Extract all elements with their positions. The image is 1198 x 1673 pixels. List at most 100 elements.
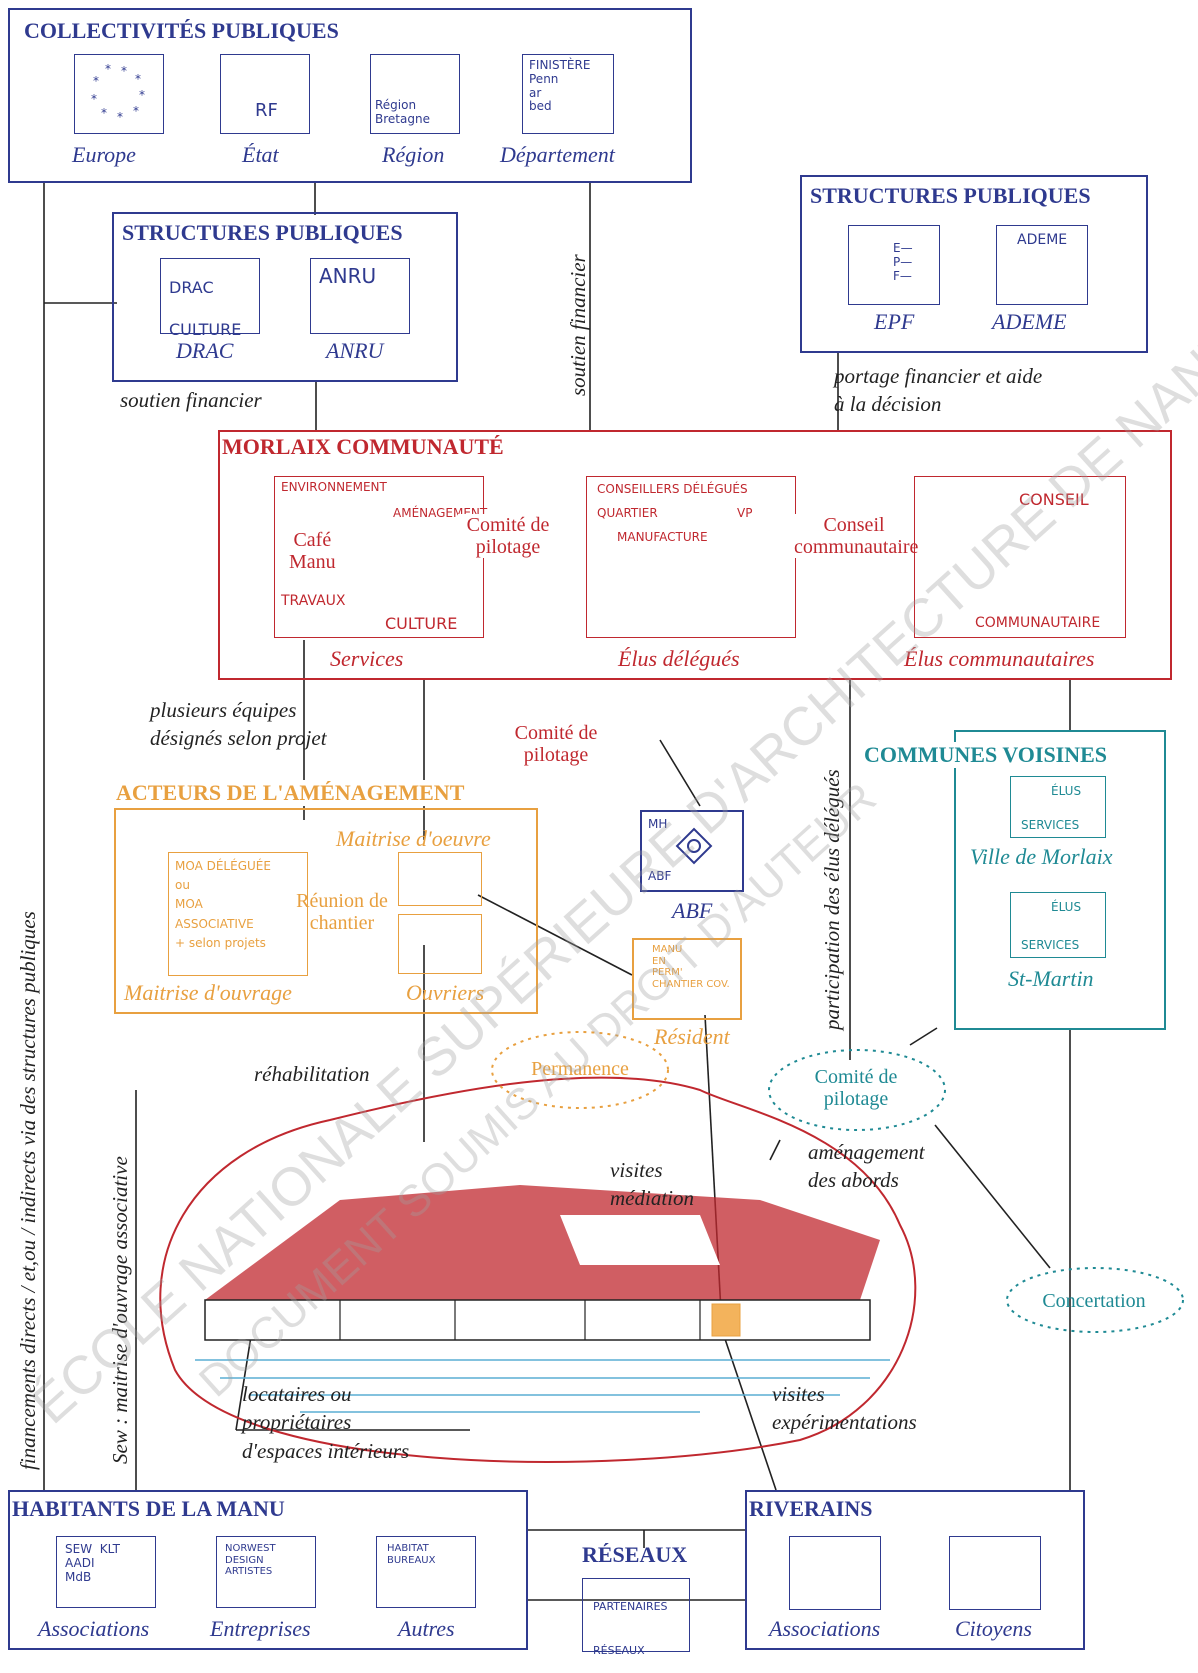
ouvriers-label: Ouvriers <box>406 980 485 1005</box>
anru-sketch-text: ANRU <box>319 264 377 288</box>
comite-pilotage-middle: Comité de pilotage <box>514 722 598 766</box>
communes-box: COMMUNES VOISINES ÉLUS SERVICES Ville de… <box>864 730 1166 1030</box>
abf-sketch-mh: MH <box>648 817 668 831</box>
note-visites-experimentations: visites expérimentations <box>772 1382 917 1435</box>
morlaix-title: MORLAIX COMMUNAUTÉ <box>222 434 504 459</box>
elus-sketch-manufacture: MANUFACTURE <box>617 530 708 544</box>
anru-sketch: ANRU <box>310 258 410 334</box>
svg-text:*: * <box>121 64 127 78</box>
services-sketch-culture: CULTURE <box>385 614 458 633</box>
note-soutien-financier-drac: soutien financier <box>120 388 262 412</box>
epf-sketch-text: E— P— F— <box>893 241 913 283</box>
collectivites-box: COLLECTIVITÉS PUBLIQUES *** *** *** Euro… <box>8 8 692 183</box>
svg-text:*: * <box>133 104 139 118</box>
note-plusieurs-equipes: plusieurs équipes désignés selon projet <box>150 698 327 751</box>
svg-text:*: * <box>101 106 107 120</box>
services-label: Services <box>330 646 404 671</box>
note-rehabilitation: réhabilitation <box>254 1062 370 1086</box>
rf-mark: RF <box>255 100 278 121</box>
elus-sketch-quartier: QUARTIER <box>597 506 658 520</box>
services-sketch: ENVIRONNEMENT AMÉNAGEMENT TRAVAUX CULTUR… <box>274 476 487 638</box>
svg-text:*: * <box>93 74 99 88</box>
morlaix-ville-services: SERVICES <box>1021 818 1080 832</box>
concertation-bubble <box>1006 1267 1184 1333</box>
entreprises-sketch: NORWEST DESIGN ARTISTES <box>216 1536 316 1608</box>
resident-sketch-text: MANU EN PERM' CHANTIER COV. <box>652 944 730 990</box>
communes-title: COMMUNES VOISINES <box>864 742 1108 768</box>
st-martin-sketch: ÉLUS SERVICES <box>1010 892 1106 958</box>
entreprises-sketch-text: NORWEST DESIGN ARTISTES <box>225 1543 276 1577</box>
comite-pilotage-morlaix: Comité de pilotage <box>458 514 558 558</box>
reseaux-sketch-text: PARTENAIRES RÉSEAUX <box>593 1600 668 1657</box>
elus-sketch-conseillers: CONSEILLERS DÉLÉGUÉS <box>597 482 748 496</box>
note-amenagement-abords: aménagement des abords <box>808 1140 925 1193</box>
reunion-chantier-label: Réunion de chantier <box>296 890 388 934</box>
note-portage: portage financier et aide à la décision <box>834 364 1043 417</box>
associations-label: Associations <box>38 1616 150 1641</box>
riverains-associations-sketch <box>789 1536 881 1610</box>
departement-label: Département <box>500 142 615 167</box>
ademe-label: ADEME <box>992 309 1067 334</box>
structures-right-box: STRUCTURES PUBLIQUES E— P— F— EPF ADEME … <box>800 175 1148 353</box>
elus-communautaires-label: Élus communautaires <box>904 646 1095 671</box>
ademe-sketch: ADEME <box>996 225 1088 305</box>
ville-morlaix-label: Ville de Morlaix <box>970 844 1113 869</box>
autres-sketch: HABITAT BUREAUX <box>376 1536 476 1608</box>
services-sketch-environnement: ENVIRONNEMENT <box>281 480 387 494</box>
epf-sketch: E— P— F— <box>848 225 940 305</box>
reseaux-title: RÉSEAUX <box>582 1542 688 1567</box>
maitrise-oeuvre-sketch <box>398 852 482 906</box>
monument-icon <box>675 827 713 865</box>
associations-sketch-text: SEW KLT AADI MdB <box>65 1542 120 1584</box>
note-vertical-soutien-financier: soutien financier <box>566 254 590 396</box>
departement-sketch: FINISTÈRE Penn ar bed <box>522 54 614 134</box>
riverains-title: RIVERAINS <box>749 1496 873 1521</box>
associations-sketch: SEW KLT AADI MdB <box>56 1536 156 1608</box>
europe-sketch: *** *** *** <box>74 54 164 134</box>
region-sketch-text: Région Bretagne <box>375 98 430 126</box>
conseil-sketch: CONSEIL COMMUNAUTAIRE <box>914 476 1126 638</box>
maitrise-oeuvre-label: Maitrise d'oeuvre <box>336 826 491 851</box>
autres-label: Autres <box>398 1616 455 1641</box>
habitants-box: HABITANTS DE LA MANU SEW KLT AADI MdB As… <box>8 1490 528 1650</box>
conseil-sketch-title: CONSEIL <box>1019 490 1089 509</box>
morlaix-box: MORLAIX COMMUNAUTÉ ENVIRONNEMENT AMÉNAGE… <box>218 430 1172 680</box>
riverains-box: RIVERAINS Associations Citoyens <box>745 1490 1085 1650</box>
abf-label: ABF <box>672 898 713 923</box>
etat-sketch: RF <box>220 54 310 134</box>
eu-stars-icon: *** *** *** <box>91 62 145 124</box>
st-martin-elus: ÉLUS <box>1051 900 1082 914</box>
departement-sketch-text: FINISTÈRE Penn ar bed <box>529 58 591 114</box>
permanence-label: Permanence <box>531 1058 629 1080</box>
svg-text:*: * <box>135 72 141 86</box>
comite-pilotage-teal: Comité de pilotage <box>814 1066 898 1110</box>
etat-label: État <box>242 142 279 167</box>
riverains-associations-label: Associations <box>769 1616 881 1641</box>
conseil-communautaire-bubble: Conseil communautaire <box>794 514 919 558</box>
svg-text:*: * <box>91 92 97 106</box>
permanence-bubble <box>491 1031 669 1109</box>
cafe-manu-label: Café Manu <box>289 529 336 573</box>
resident-sketch: MANU EN PERM' CHANTIER COV. <box>632 938 742 1020</box>
concertation-label: Concertation <box>1042 1290 1146 1312</box>
maitrise-ouvrage-label: Maitrise d'ouvrage <box>124 980 292 1005</box>
epf-label: EPF <box>874 309 915 334</box>
morlaix-ville-elus: ÉLUS <box>1051 784 1082 798</box>
autres-sketch-text: HABITAT BUREAUX <box>387 1543 436 1566</box>
note-visites-mediation: visites médiation <box>610 1158 694 1211</box>
riverains-citoyens-sketch <box>949 1536 1041 1610</box>
moa-sketch-text: MOA DÉLÉGUÉE ou MOA ASSOCIATIVE + selon … <box>175 859 271 950</box>
collectivites-title: COLLECTIVITÉS PUBLIQUES <box>24 18 339 43</box>
conseil-sketch-communautaire: COMMUNAUTAIRE <box>975 615 1101 631</box>
note-locataires: locataires ou propriétaires d'espaces in… <box>242 1382 410 1463</box>
st-martin-services: SERVICES <box>1021 938 1080 952</box>
elus-delegues-label: Élus délégués <box>618 646 740 671</box>
ademe-sketch-text: ADEME <box>1017 232 1068 248</box>
acteurs-box: ACTEURS DE L'AMÉNAGEMENT Maitrise d'oeuv… <box>114 780 538 1014</box>
structures-left-box: STRUCTURES PUBLIQUES DRAC CULTURE DRAC A… <box>112 212 458 382</box>
acteurs-title: ACTEURS DE L'AMÉNAGEMENT <box>116 780 465 806</box>
anru-label: ANRU <box>326 338 384 363</box>
services-sketch-travaux: TRAVAUX <box>281 593 346 609</box>
structures-left-title: STRUCTURES PUBLIQUES <box>122 220 403 245</box>
svg-text:*: * <box>139 88 145 102</box>
